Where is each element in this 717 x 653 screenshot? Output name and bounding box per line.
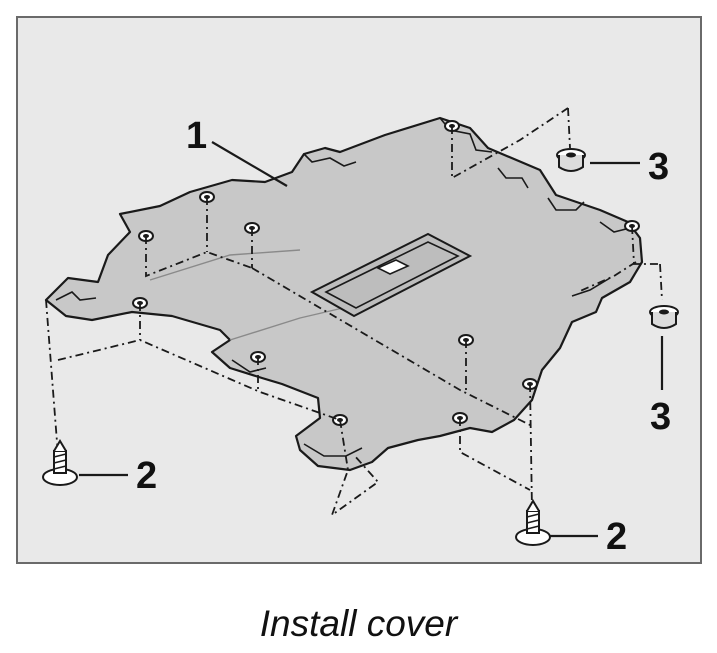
leader-lines	[79, 141, 664, 538]
callout-nut-top: 3	[648, 146, 670, 188]
alignment-lines	[45, 107, 663, 518]
nut-top-icon	[556, 148, 586, 172]
callout-screw-left: 2	[136, 455, 158, 497]
cover-panel	[44, 116, 644, 472]
screw-right-icon	[515, 500, 551, 546]
leader-cover	[211, 141, 288, 187]
callout-screw-right: 2	[606, 516, 628, 558]
screw-left-icon	[42, 440, 78, 486]
callout-cover: 1	[186, 115, 208, 157]
figure-caption: Install cover	[259, 603, 458, 644]
nut-bottom-icon	[649, 305, 679, 329]
callout-nut-bottom: 3	[650, 396, 672, 438]
